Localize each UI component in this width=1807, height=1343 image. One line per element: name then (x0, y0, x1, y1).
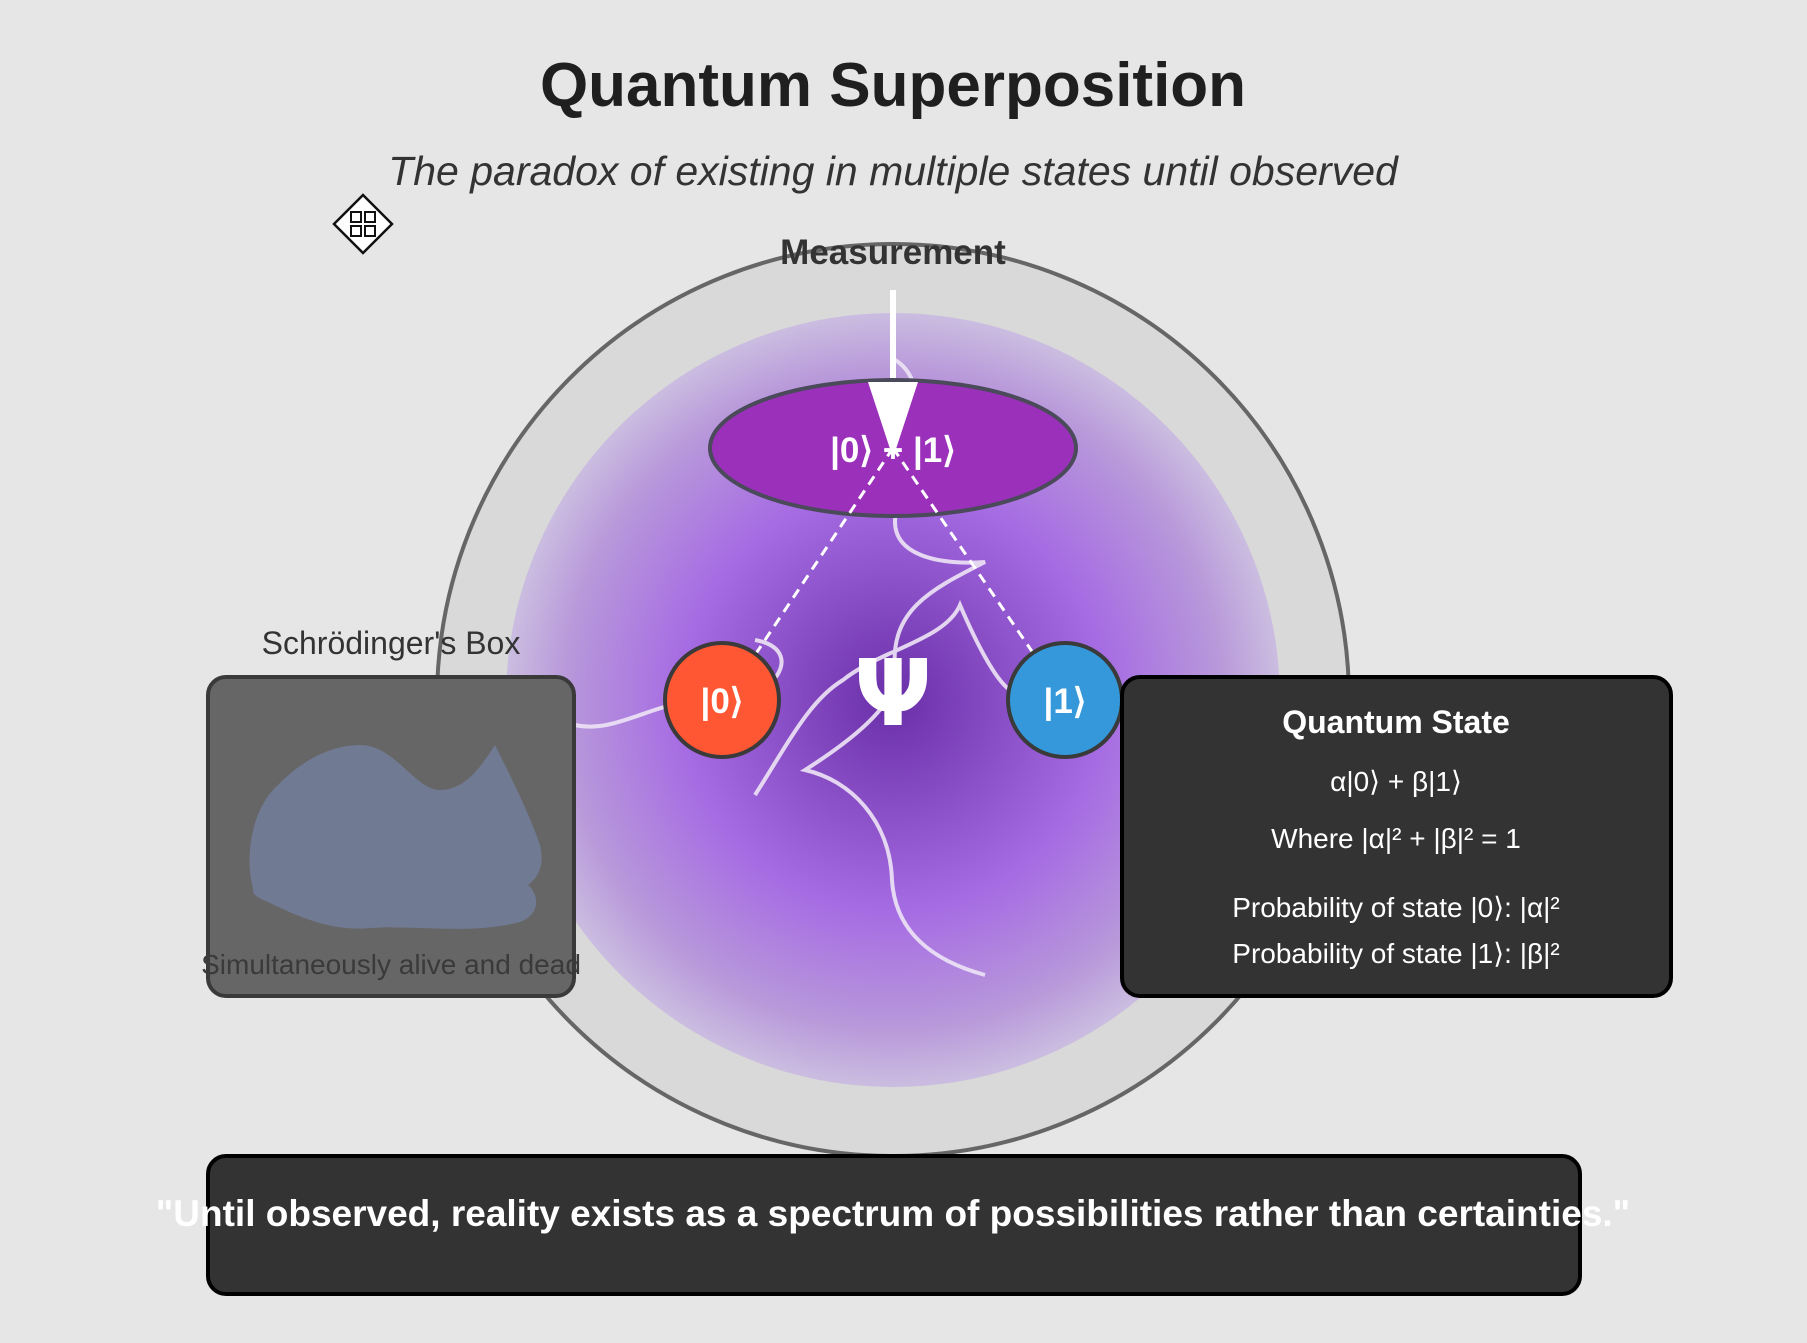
quote-text: "Until observed, reality exists as a spe… (156, 1193, 1630, 1234)
cat-silhouette-icon (249, 745, 542, 929)
state-one-label: |1⟩ (1044, 682, 1087, 721)
state-one-node: |1⟩ (1006, 641, 1124, 759)
projection-lines (733, 447, 1057, 686)
page-title: Quantum Superposition (540, 51, 1246, 120)
probability-state-one: Probability of state |1⟩: |β|² (1232, 938, 1559, 969)
schrodinger-box-title: Schrödinger's Box (262, 625, 521, 661)
schrodinger-box: Schrödinger's Box Simultaneously alive a… (201, 625, 581, 998)
probability-state-zero: Probability of state |0⟩: |α|² (1232, 892, 1560, 923)
state-zero-node: |0⟩ (663, 641, 781, 759)
measurement-label: Measurement (780, 233, 1006, 272)
move-cursor-icon (332, 193, 394, 255)
psi-symbol: Ψ (854, 640, 932, 747)
schrodinger-box-caption: Simultaneously alive and dead (201, 949, 581, 980)
state-zero-label: |0⟩ (701, 682, 744, 721)
page-subtitle: The paradox of existing in multiple stat… (388, 148, 1399, 194)
quantum-state-panel: Quantum State α|0⟩ + β|1⟩ Where |α|² + |… (1120, 675, 1673, 998)
quantum-state-constraint: Where |α|² + |β|² = 1 (1271, 823, 1521, 854)
quote-banner: "Until observed, reality exists as a spe… (156, 1154, 1630, 1296)
quantum-state-equation: α|0⟩ + β|1⟩ (1330, 766, 1462, 797)
measurement-arrow-head (868, 382, 918, 458)
quantum-orb (506, 313, 1280, 1087)
quantum-state-title: Quantum State (1282, 704, 1510, 740)
